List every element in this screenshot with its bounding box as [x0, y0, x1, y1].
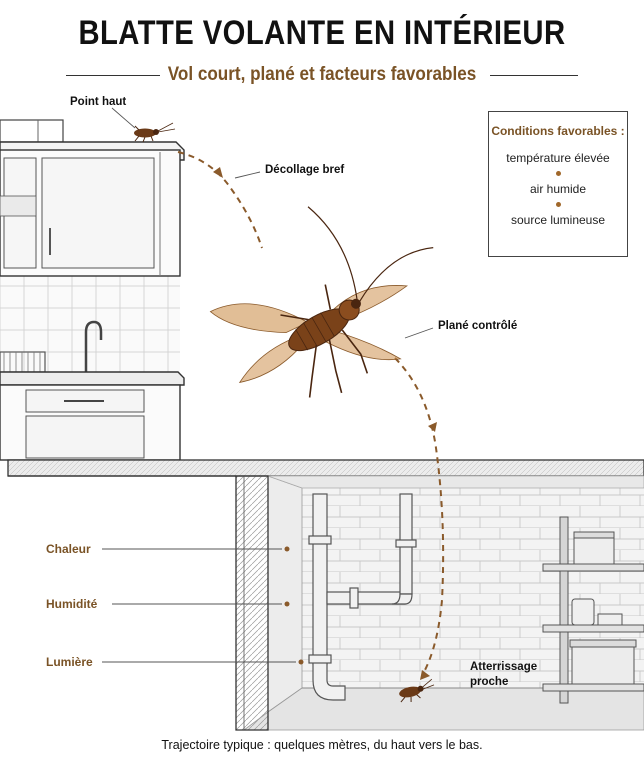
condition-air-humide: air humide [529, 182, 587, 196]
factor-leaders [102, 548, 296, 663]
small-cockroach-landed [399, 678, 435, 703]
pipes [308, 493, 417, 701]
flying-cockroach [209, 206, 434, 398]
kitchen-backsplash [0, 275, 180, 375]
wing-lower-right [325, 329, 402, 361]
basement-ceiling [267, 475, 644, 489]
condition-bullet [555, 171, 561, 176]
leader-plane [404, 327, 434, 339]
factor-humidite: Humidité [46, 597, 98, 611]
jar-middle-shelf [571, 598, 595, 626]
footer-caption: Trajectoire typique : quelques mètres, d… [161, 738, 483, 752]
conditions-title: Conditions favorables : [491, 124, 625, 138]
condition-source-lumineuse: source lumineuse [510, 213, 606, 227]
wing-lower-left [238, 334, 305, 384]
foundation-wall [235, 475, 269, 731]
cabinet-door-right [41, 157, 155, 269]
small-cockroach-top [134, 122, 176, 143]
leader-decollage [234, 171, 261, 179]
label-atterrissage: Atterrissage [470, 661, 538, 673]
leader-point-haut [111, 107, 136, 129]
basement-left-wall [267, 475, 303, 713]
basement-floor [242, 687, 644, 731]
flight-path-upper-arrow [213, 167, 223, 178]
flight-path [177, 151, 263, 249]
basement [8, 475, 644, 731]
kitchen-counter [0, 371, 185, 386]
flight-path-end-arrow [420, 670, 430, 680]
faucet [84, 320, 103, 372]
page-title: BLATTE VOLANTE EN INTÉRIEUR [78, 14, 566, 52]
condition-temperature: température élevée [506, 151, 610, 165]
page-subtitle: Vol court, plané et facteurs favorables [167, 64, 477, 85]
condition-bullet [555, 202, 561, 207]
factor-chaleur: Chaleur [46, 542, 91, 556]
label-plane: Plané contrôlé [438, 320, 518, 332]
label-atterrissage-proche: proche [470, 676, 509, 688]
kitchen [0, 119, 185, 461]
flight-path-lower [394, 357, 445, 673]
box-lower-shelf [571, 644, 635, 685]
factor-dot-chaleur [284, 546, 290, 552]
box-upper-shelf [573, 535, 615, 565]
flight-path-middle-arrow [428, 422, 437, 432]
wing-upper-left [209, 303, 309, 334]
factor-dot-humidite [284, 601, 290, 607]
factor-lumiere: Lumière [46, 655, 93, 669]
subtitle-rule-left [66, 75, 160, 76]
label-decollage: Décollage bref [265, 164, 345, 176]
floor-slab [7, 459, 644, 477]
shelf-unit [542, 516, 644, 704]
storage-box-top [0, 119, 64, 143]
subtitle-rule-right [490, 75, 578, 76]
label-point-haut: Point haut [70, 96, 127, 108]
conditions-box: Conditions favorables : température élev… [488, 111, 628, 257]
factor-dot-lumiere [298, 659, 304, 665]
